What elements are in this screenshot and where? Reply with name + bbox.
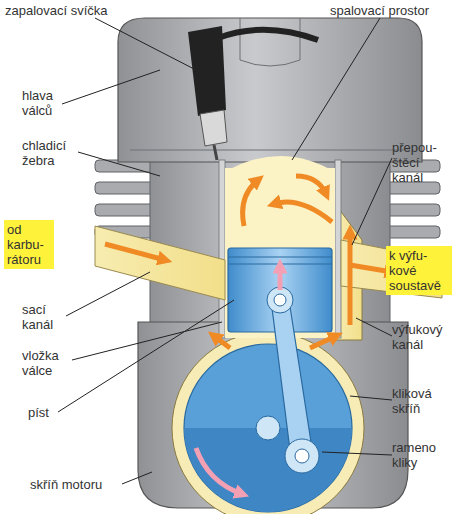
crankcase-cavity [172, 332, 364, 514]
spark-plug [200, 110, 227, 146]
head-ridge [240, 18, 300, 66]
ignition-cable [218, 30, 318, 40]
part-label: kliková skříň [392, 386, 450, 416]
part-label: rameno kliky [392, 440, 450, 470]
piston-pin [267, 287, 293, 313]
piston-motion-arrow [278, 266, 283, 290]
part-label: sací kanál [22, 302, 67, 332]
part-label: zapalovací svíčka [5, 3, 135, 18]
piston-pin-hole [274, 294, 286, 306]
part-label: skříň motoru [30, 477, 130, 492]
piston-ring [228, 264, 332, 265]
crankshaft [256, 416, 280, 440]
part-label: hlava válců [22, 88, 67, 118]
head-joint [130, 150, 410, 151]
crank-web [184, 344, 352, 512]
cylinder-liner [219, 160, 225, 338]
crank-web-shade [184, 428, 352, 512]
flow-label: k výfu- kové soustavě [389, 248, 449, 293]
part-label: přepou- štěcí kanál [392, 140, 447, 185]
rotation-arrow [196, 448, 242, 494]
part-label: chladicí žebra [22, 138, 80, 168]
combustion-chamber [225, 156, 335, 172]
highlight-box: k výfu- kové soustavě [386, 246, 452, 295]
cylinder-liner [335, 160, 341, 338]
cylinder-bore [225, 168, 335, 338]
cylinder-head [118, 18, 422, 162]
part-label: píst [28, 405, 68, 420]
part-label: vložka válce [22, 348, 74, 378]
leader-lines [58, 18, 392, 484]
intake-channel [95, 226, 225, 300]
connecting-rod [271, 300, 313, 458]
flow-arrows [105, 176, 392, 348]
plug-cap [188, 26, 226, 116]
highlight-box: od karbu- rátoru [4, 220, 54, 269]
electrode [214, 145, 217, 160]
crank-pin [285, 439, 319, 473]
part-label: spalovací prostor [330, 3, 465, 18]
flow-label: od karbu- rátoru [7, 222, 51, 267]
part-label: výfukový kanál [392, 322, 460, 352]
piston-ring [228, 257, 332, 258]
crank-pin-hole [295, 449, 309, 463]
